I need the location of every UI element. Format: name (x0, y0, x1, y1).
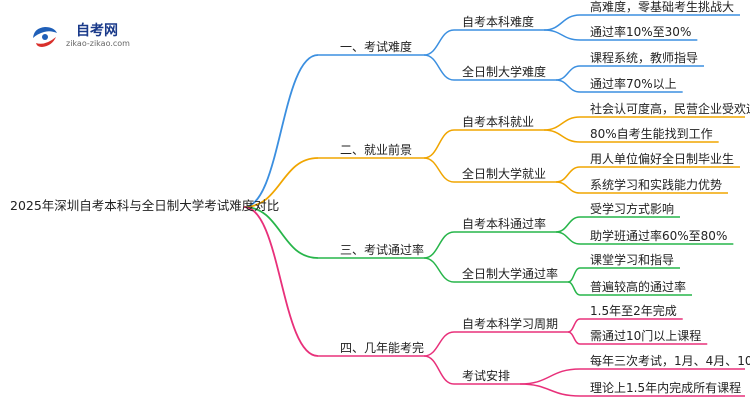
connector-branch-subtopic (423, 231, 455, 259)
leaf-topic[interactable]: 1.5年至2年完成 (590, 304, 677, 318)
branch-topic[interactable]: 一、考试难度 (340, 40, 413, 54)
connector-root-branch (243, 157, 319, 208)
connector-subtopic-leaf (519, 368, 581, 385)
leaf-topic[interactable]: 通过率70%以上 (590, 77, 677, 91)
branch-topic[interactable]: 二、就业前景 (340, 143, 413, 157)
branch-topic[interactable]: 三、考试通过率 (340, 243, 425, 257)
connector-branch-subtopic (423, 129, 455, 159)
leaf-topic[interactable]: 普遍较高的通过率 (590, 280, 687, 294)
connector-subtopic-leaf (567, 281, 581, 296)
leaf-topic[interactable]: 系统学习和实践能力优势 (590, 178, 723, 192)
connector-branch-subtopic (423, 355, 455, 385)
leaf-topic[interactable]: 理论上1.5年内完成所有课程 (590, 381, 742, 395)
leaf-topic[interactable]: 80%自考生能找到工作 (590, 127, 713, 141)
leaf-topic[interactable]: 需通过10门以上课程 (590, 329, 702, 343)
connector-subtopic-leaf (544, 29, 581, 41)
leaf-topic[interactable]: 通过率10%至30% (590, 25, 692, 39)
subtopic[interactable]: 全日制大学通过率 (462, 267, 559, 281)
connector-subtopic-leaf (555, 181, 581, 194)
site-logo[interactable]: 自考网 zikao-zikao.com (30, 20, 160, 50)
connector-subtopic-leaf (543, 116, 581, 131)
subtopic[interactable]: 考试安排 (462, 369, 511, 383)
logo-title: 自考网 (76, 23, 118, 39)
connector-subtopic-leaf (555, 79, 581, 93)
subtopic[interactable]: 自考本科难度 (462, 15, 535, 29)
connector-subtopic-leaf (555, 65, 581, 81)
leaf-topic[interactable]: 课程系统，教师指导 (590, 51, 699, 65)
leaf-topic[interactable]: 助学班通过率60%至80% (590, 229, 728, 243)
connector-subtopic-leaf (567, 318, 581, 333)
branch-topic[interactable]: 四、几年能考完 (340, 341, 425, 355)
leaf-topic[interactable]: 受学习方式影响 (590, 202, 675, 216)
connector-subtopic-leaf (555, 166, 581, 183)
subtopic[interactable]: 自考本科通过率 (462, 217, 547, 231)
connector-root-branch (243, 206, 319, 259)
logo-url: zikao-zikao.com (66, 39, 130, 48)
connector-branch-subtopic (423, 54, 455, 81)
connector-subtopic-leaf (555, 216, 581, 233)
graduation-cap-icon (33, 27, 57, 47)
connector-root-branch (243, 206, 319, 357)
connector-subtopic-leaf (555, 231, 581, 245)
connector-subtopic-leaf (543, 129, 581, 143)
subtopic[interactable]: 全日制大学难度 (462, 65, 547, 79)
leaf-topic[interactable]: 课堂学习和指导 (590, 253, 675, 267)
leaf-topic[interactable]: 社会认可度高，民营企业受欢迎 (590, 102, 750, 116)
subtopic[interactable]: 自考本科就业 (462, 115, 535, 129)
connector-subtopic-leaf (519, 383, 581, 397)
connector-subtopic-leaf (567, 267, 581, 283)
connector-root-branch (243, 54, 319, 208)
leaf-topic[interactable]: 用人单位偏好全日制毕业生 (590, 152, 735, 166)
leaf-topic[interactable]: 每年三次考试，1月、4月、10月 (590, 354, 750, 368)
connector-branch-subtopic (423, 257, 455, 283)
connector-subtopic-leaf (543, 14, 581, 31)
leaf-topic[interactable]: 高难度，零基础考生挑战大 (590, 0, 735, 14)
root-topic[interactable]: 2025年深圳自考本科与全日制大学考试难度对比 (10, 198, 280, 213)
subtopic[interactable]: 自考本科学习周期 (462, 317, 559, 331)
connector-branch-subtopic (423, 331, 455, 357)
subtopic[interactable]: 全日制大学就业 (462, 167, 547, 181)
connector-branch-subtopic (423, 29, 455, 56)
connector-branch-subtopic (423, 157, 455, 183)
connector-subtopic-leaf (567, 331, 581, 345)
